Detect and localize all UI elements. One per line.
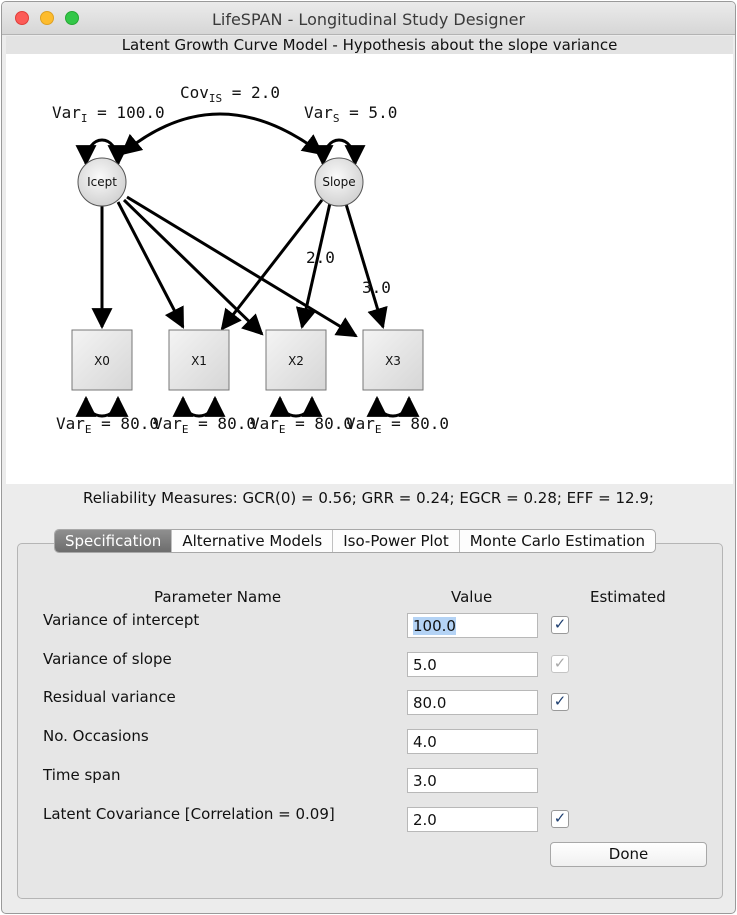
intercept-variance-label: VarI = 100.0 (52, 103, 165, 125)
model-diagram-canvas: Latent Growth Curve Model - Hypothesis a… (6, 36, 733, 484)
observed-label-x0: X0 (94, 354, 110, 368)
variance-slope-field[interactable]: 5.0 (407, 652, 538, 677)
observed-node-x2 (265, 329, 327, 391)
residual-loop-x0 (75, 395, 129, 418)
residual-variance-value: 80.0 (413, 694, 447, 712)
header-estimated: Estimated (590, 588, 666, 606)
param-name-variance-slope: Variance of slope (43, 650, 172, 668)
residual-variance-field[interactable]: 80.0 (407, 690, 538, 715)
observed-label-x2: X2 (288, 354, 304, 368)
variance-slope-value: 5.0 (413, 656, 437, 674)
residual-label-x1: VarE = 80.0 (153, 414, 256, 436)
observed-node-x0 (71, 329, 133, 391)
tab-bar: Specification Alternative Models Iso-Pow… (54, 529, 657, 553)
minimize-window-button[interactable] (40, 11, 54, 25)
param-name-occasions: No. Occasions (43, 727, 149, 745)
occasions-field[interactable]: 4.0 (407, 729, 538, 754)
covariance-label: CovIS = 2.0 (180, 83, 280, 105)
latent-covariance-value: 2.0 (413, 811, 437, 829)
slope-node-label: Slope (322, 175, 356, 189)
covariance-arc (120, 112, 324, 156)
slope-node (314, 157, 364, 207)
loading-slope-x1 (220, 199, 324, 331)
loading-slope-x3 (344, 203, 388, 330)
loading-label-x2: 2.0 (306, 248, 335, 267)
param-name-latent-covariance: Latent Covariance [Correlation = 0.09] (43, 805, 335, 823)
latent-covariance-field[interactable]: 2.0 (407, 807, 538, 832)
tab-monte-carlo-estimation[interactable]: Monte Carlo Estimation (458, 530, 655, 552)
param-name-variance-intercept: Variance of intercept (43, 611, 200, 629)
header-parameter-name: Parameter Name (154, 588, 282, 606)
observed-node-x3 (362, 329, 424, 391)
residual-loop-x1 (172, 395, 226, 418)
reliability-measures: Reliability Measures: GCR(0) = 0.56; GRR… (83, 489, 654, 507)
param-name-residual-variance: Residual variance (43, 688, 176, 706)
title-bar: LifeSPAN - Longitudinal Study Designer (2, 2, 735, 35)
occasions-value: 4.0 (413, 733, 437, 751)
variance-slope-estimated-checkbox: ✓ (551, 655, 569, 673)
intercept-node (77, 157, 127, 207)
observed-label-x3: X3 (385, 354, 401, 368)
residual-variance-estimated-checkbox[interactable]: ✓ (551, 693, 569, 711)
slope-variance-loop (312, 138, 366, 167)
observed-node-x1 (168, 329, 230, 391)
loading-icept-x1 (116, 201, 185, 329)
tab-iso-power-plot[interactable]: Iso-Power Plot (332, 530, 459, 552)
time-span-value: 3.0 (413, 772, 437, 790)
done-button[interactable]: Done (550, 842, 707, 867)
tab-alternative-models[interactable]: Alternative Models (171, 530, 332, 552)
loading-slope-x2 (295, 202, 332, 330)
variance-intercept-estimated-checkbox[interactable]: ✓ (551, 616, 569, 634)
intercept-node-label: Icept (87, 175, 117, 189)
diagram-title: Latent Growth Curve Model - Hypothesis a… (6, 36, 733, 54)
header-value: Value (451, 588, 493, 606)
time-span-field[interactable]: 3.0 (407, 768, 538, 793)
residual-label-x3: VarE = 80.0 (346, 414, 449, 436)
param-name-time-span: Time span (43, 766, 121, 784)
observed-label-x1: X1 (191, 354, 207, 368)
loading-icept-x3 (126, 195, 358, 338)
window-title: LifeSPAN - Longitudinal Study Designer (211, 10, 526, 29)
slope-variance-label: VarS = 5.0 (304, 103, 398, 125)
intercept-variance-loop (75, 138, 129, 167)
path-diagram (71, 112, 424, 418)
tab-specification[interactable]: Specification (55, 530, 172, 552)
variance-intercept-value: 100.0 (413, 617, 456, 635)
specification-panel (17, 543, 723, 899)
residual-label-x0: VarE = 80.0 (56, 414, 159, 436)
residual-label-x2: VarE = 80.0 (250, 414, 353, 436)
loading-label-x3: 3.0 (362, 278, 391, 297)
residual-loop-x3 (366, 395, 420, 418)
residual-loop-x2 (269, 395, 323, 418)
close-window-button[interactable] (15, 11, 29, 25)
latent-covariance-estimated-checkbox[interactable]: ✓ (551, 810, 569, 828)
variance-intercept-field[interactable]: 100.0 (407, 613, 538, 638)
zoom-window-button[interactable] (65, 11, 79, 25)
